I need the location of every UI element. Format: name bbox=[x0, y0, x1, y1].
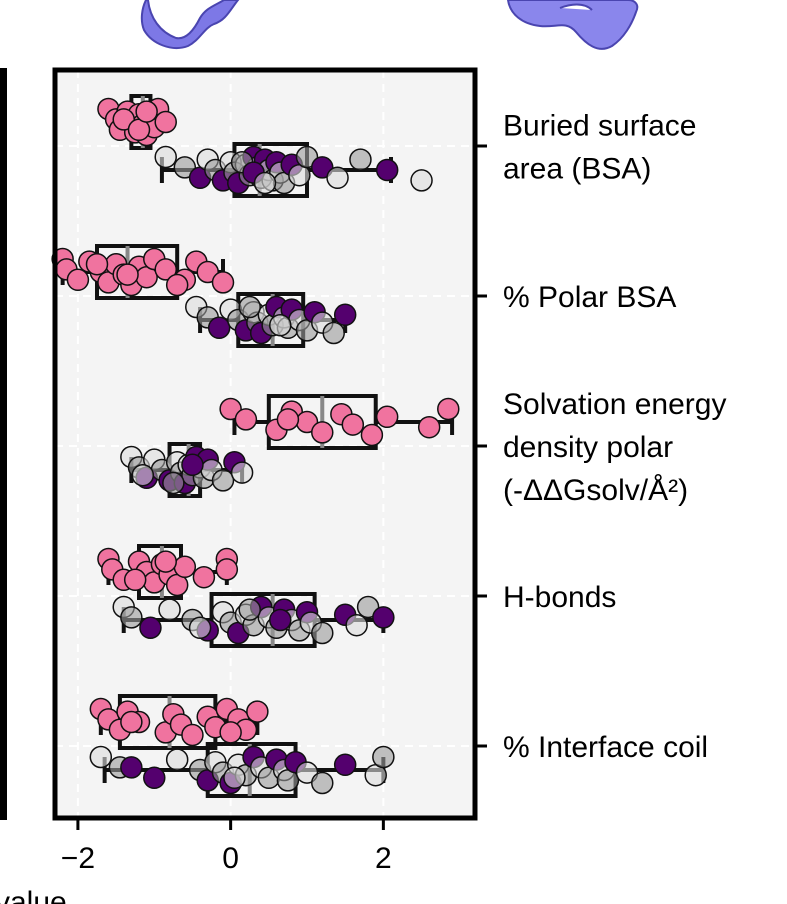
category-label: % Polar BSA bbox=[503, 281, 676, 314]
x-tick-label: 2 bbox=[375, 842, 392, 875]
protein-structure-icon bbox=[140, 0, 240, 49]
data-point bbox=[375, 405, 399, 429]
data-point bbox=[139, 616, 162, 640]
protein-structure-images bbox=[140, 0, 639, 50]
data-point bbox=[326, 166, 349, 190]
data-point bbox=[112, 108, 135, 131]
data-point bbox=[311, 156, 334, 179]
data-point bbox=[246, 700, 269, 723]
category-label-line: (-ΔΔGsolv/Å²) bbox=[503, 474, 688, 507]
data-point bbox=[116, 263, 139, 286]
adjacent-panel-edge bbox=[0, 68, 7, 820]
data-point bbox=[165, 748, 189, 771]
data-point bbox=[333, 303, 357, 327]
data-point bbox=[295, 145, 319, 169]
data-point bbox=[89, 745, 113, 769]
data-point bbox=[295, 761, 319, 784]
data-point bbox=[173, 555, 197, 579]
data-point bbox=[219, 721, 242, 744]
data-point bbox=[181, 723, 204, 747]
data-point bbox=[253, 171, 277, 195]
data-point bbox=[131, 463, 155, 487]
data-point bbox=[349, 148, 372, 171]
data-point bbox=[269, 608, 292, 632]
data-point bbox=[311, 771, 334, 795]
plot-frame bbox=[52, 67, 478, 821]
data-point bbox=[276, 408, 300, 431]
x-tick-label: −2 bbox=[61, 842, 95, 875]
category-label-line: density polar bbox=[503, 431, 673, 464]
data-point bbox=[345, 613, 368, 637]
data-point bbox=[238, 295, 261, 319]
data-point bbox=[234, 408, 258, 431]
data-point bbox=[162, 471, 185, 495]
data-point bbox=[238, 598, 261, 621]
category-label: H-bonds bbox=[503, 581, 616, 614]
data-point bbox=[188, 616, 212, 640]
x-axis-label: value bbox=[0, 886, 67, 904]
data-point bbox=[215, 558, 239, 581]
data-point bbox=[66, 268, 90, 292]
data-point bbox=[356, 595, 380, 619]
data-point bbox=[181, 453, 204, 477]
data-point bbox=[211, 469, 235, 492]
category-label-line: Solvation energy bbox=[503, 388, 726, 421]
data-point bbox=[375, 158, 399, 182]
data-point bbox=[219, 397, 242, 421]
data-point bbox=[410, 169, 433, 192]
data-point bbox=[360, 423, 384, 447]
protein-structure-icon bbox=[506, 0, 639, 50]
data-point bbox=[207, 316, 231, 340]
data-point bbox=[120, 606, 143, 629]
data-point bbox=[192, 565, 216, 589]
data-point bbox=[333, 753, 357, 777]
y-axis-ticks: Buried surface area (BSA) % Polar BSA Solva… bbox=[475, 110, 726, 764]
data-point bbox=[341, 413, 365, 436]
x-tick-label: 0 bbox=[222, 842, 239, 875]
data-point bbox=[143, 766, 166, 790]
data-point bbox=[158, 598, 181, 621]
data-point bbox=[372, 745, 395, 769]
data-point bbox=[154, 258, 177, 281]
strip-points bbox=[51, 97, 460, 795]
data-point bbox=[417, 415, 441, 439]
data-point bbox=[269, 313, 292, 337]
data-point bbox=[311, 621, 334, 645]
data-point bbox=[437, 397, 460, 421]
data-point bbox=[154, 110, 177, 134]
data-point bbox=[165, 273, 189, 297]
data-point bbox=[196, 260, 219, 284]
x-axis-ticks: −2 0 2 bbox=[61, 818, 392, 875]
category-label: Buried surface area (BSA) bbox=[503, 110, 696, 186]
category-label: % Interface coil bbox=[503, 731, 708, 764]
data-point bbox=[123, 568, 147, 592]
data-point bbox=[120, 756, 143, 779]
data-point bbox=[85, 252, 109, 276]
category-label-line: H-bonds bbox=[503, 581, 616, 614]
data-point bbox=[154, 550, 177, 573]
category-label: Solvation energy density polar (-ΔΔGsolv/Å… bbox=[503, 388, 726, 507]
data-point bbox=[311, 421, 334, 444]
data-point bbox=[372, 606, 395, 629]
data-point bbox=[322, 321, 345, 345]
data-point bbox=[154, 145, 177, 169]
data-point bbox=[230, 461, 254, 484]
category-label-line: % Polar BSA bbox=[503, 281, 676, 314]
adjacent-panel-border bbox=[0, 68, 7, 820]
category-label-line: Buried surface bbox=[503, 110, 696, 143]
data-point bbox=[173, 156, 197, 179]
data-point bbox=[120, 710, 143, 734]
data-point bbox=[223, 766, 246, 790]
category-label-line: % Interface coil bbox=[503, 731, 708, 764]
data-point bbox=[135, 100, 158, 123]
data-point bbox=[211, 271, 235, 294]
category-label-line: area (BSA) bbox=[503, 153, 651, 186]
